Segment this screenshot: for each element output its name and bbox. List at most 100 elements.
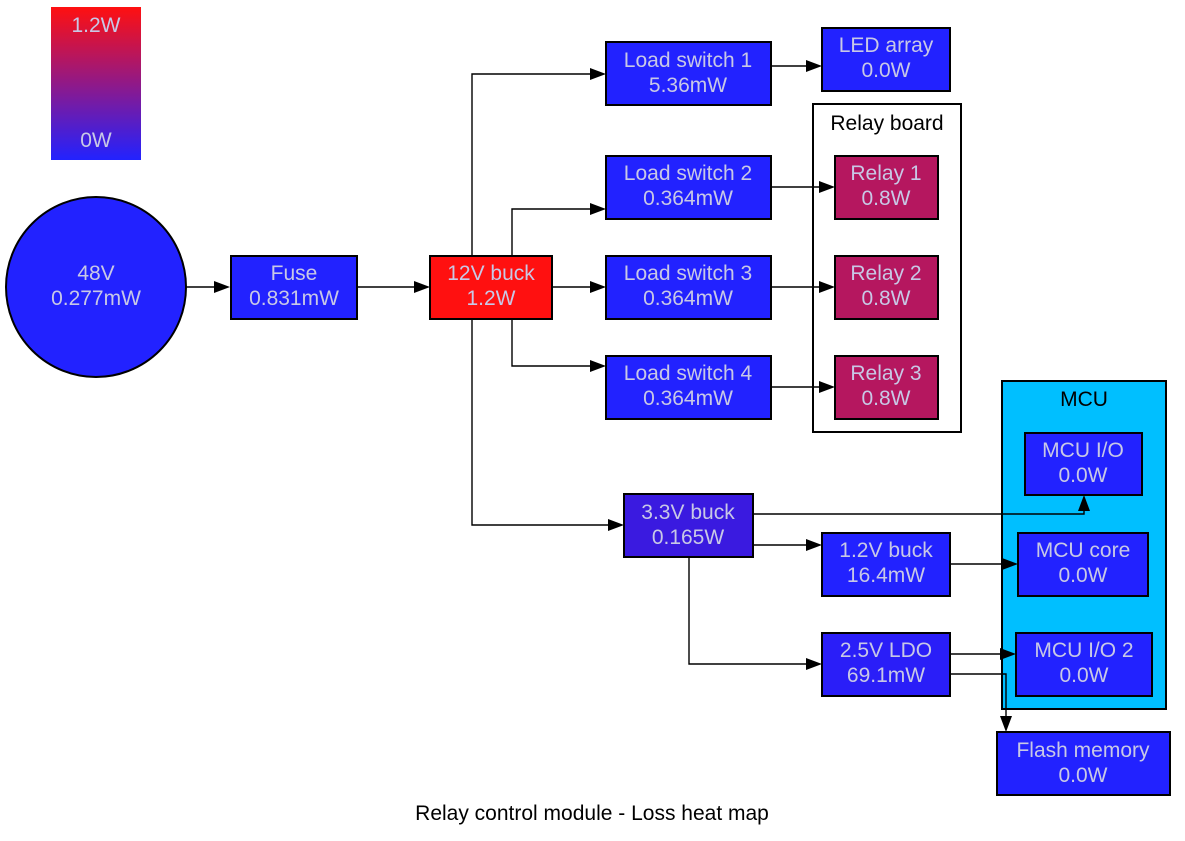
node-led-array-box bbox=[821, 27, 951, 92]
edge-25vldo-mcuio2-arrow bbox=[1000, 648, 1016, 660]
edge-33vbuck-25vldo bbox=[688, 557, 806, 665]
edge-12vbuck-ls4 bbox=[511, 319, 590, 367]
edge-33vbuck-mcuio-arrow bbox=[1078, 495, 1090, 511]
node-led-array[interactable]: LED array 0.0W bbox=[821, 27, 951, 92]
node-48v[interactable]: 48V 0.277mW bbox=[5, 196, 187, 378]
cluster-relay-board-label: Relay board bbox=[830, 112, 943, 135]
node-relay-2[interactable]: Relay 2 0.8W bbox=[834, 255, 939, 320]
edge-ls1-led-arrow bbox=[806, 60, 822, 72]
node-load-switch-4[interactable]: Load switch 4 0.364mW bbox=[605, 355, 772, 420]
node-12v-buck-box bbox=[429, 255, 553, 320]
node-relay-3[interactable]: Relay 3 0.8W bbox=[834, 355, 939, 420]
node-fuse[interactable]: Fuse 0.831mW bbox=[230, 255, 358, 320]
node-load-switch-1-name: Load switch 1 bbox=[624, 49, 752, 72]
node-1v2-buck-name: 1.2V buck bbox=[839, 539, 933, 562]
node-relay-2-name: Relay 2 bbox=[850, 262, 921, 285]
node-1v2-buck-value: 16.4mW bbox=[847, 564, 925, 587]
node-load-switch-3-name: Load switch 3 bbox=[624, 262, 752, 285]
node-3v3-buck-name: 3.3V buck bbox=[641, 501, 735, 524]
edge-12vbuck-33vbuck-arrow bbox=[608, 519, 624, 531]
node-relay-1-name: Relay 1 bbox=[850, 162, 921, 185]
heat-legend-bar bbox=[51, 7, 141, 160]
node-12v-buck-value: 1.2W bbox=[466, 287, 515, 310]
node-relay-1-box bbox=[834, 155, 939, 220]
node-mcu-io[interactable]: MCU I/O 0.0W bbox=[1024, 432, 1143, 496]
node-mcu-io-value: 0.0W bbox=[1058, 464, 1107, 487]
heat-legend: 1.2W 0W bbox=[51, 7, 141, 160]
node-load-switch-1-box bbox=[605, 41, 772, 106]
node-mcu-core-name: MCU core bbox=[1036, 539, 1131, 562]
node-mcu-io-2[interactable]: MCU I/O 2 0.0W bbox=[1015, 632, 1153, 697]
node-flash-memory[interactable]: Flash memory 0.0W bbox=[996, 731, 1171, 796]
edge-ls3-relay2-arrow bbox=[819, 281, 835, 293]
node-relay-2-value: 0.8W bbox=[861, 287, 910, 310]
node-load-switch-2-box bbox=[605, 155, 772, 220]
node-2v5-ldo-name: 2.5V LDO bbox=[840, 639, 932, 662]
node-mcu-io-2-value: 0.0W bbox=[1059, 664, 1108, 687]
edge-12vbuck-ls1-arrow bbox=[590, 68, 606, 80]
node-load-switch-4-name: Load switch 4 bbox=[624, 362, 753, 385]
node-relay-2-box bbox=[834, 255, 939, 320]
node-led-array-value: 0.0W bbox=[861, 59, 910, 82]
node-12v-buck[interactable]: 12V buck 1.2W bbox=[429, 255, 553, 320]
cluster-relay-board-frame bbox=[812, 103, 962, 433]
node-load-switch-2-name: Load switch 2 bbox=[624, 162, 752, 185]
node-2v5-ldo-value: 69.1mW bbox=[847, 664, 925, 687]
node-48v-value: 0.277mW bbox=[51, 287, 141, 310]
node-relay-3-name: Relay 3 bbox=[850, 362, 921, 385]
node-2v5-ldo[interactable]: 2.5V LDO 69.1mW bbox=[821, 632, 951, 697]
node-48v-name: 48V bbox=[77, 262, 114, 285]
node-12v-buck-name: 12V buck bbox=[447, 262, 535, 285]
node-mcu-io-2-name: MCU I/O 2 bbox=[1034, 639, 1133, 662]
node-1v2-buck[interactable]: 1.2V buck 16.4mW bbox=[821, 532, 951, 597]
cluster-relay-board: Relay board bbox=[812, 103, 962, 433]
node-load-switch-4-box bbox=[605, 355, 772, 420]
node-relay-1[interactable]: Relay 1 0.8W bbox=[834, 155, 939, 220]
node-1v2-buck-box bbox=[821, 532, 951, 597]
node-fuse-name: Fuse bbox=[271, 262, 318, 285]
node-3v3-buck[interactable]: 3.3V buck 0.165W bbox=[623, 493, 754, 558]
edge-ls4-relay3-arrow bbox=[819, 381, 835, 393]
edge-12vbuck-ls4-arrow bbox=[590, 360, 606, 372]
node-mcu-core-value: 0.0W bbox=[1058, 564, 1107, 587]
node-load-switch-3-box bbox=[605, 255, 772, 320]
node-mcu-io-box bbox=[1024, 432, 1143, 496]
node-relay-3-value: 0.8W bbox=[861, 387, 910, 410]
edge-25vldo-flash-arrow bbox=[1000, 716, 1012, 732]
edge-12vbuck-33vbuck bbox=[471, 319, 608, 526]
node-load-switch-3-value: 0.364mW bbox=[643, 287, 733, 310]
edge-33vbuck-25vldo-arrow bbox=[806, 658, 822, 670]
node-load-switch-2[interactable]: Load switch 2 0.364mW bbox=[605, 155, 772, 220]
node-mcu-io-2-box bbox=[1015, 632, 1153, 697]
node-load-switch-2-value: 0.364mW bbox=[643, 187, 733, 210]
node-flash-memory-name: Flash memory bbox=[1016, 739, 1150, 762]
edge-33vbuck-12vbuck-arrow bbox=[806, 539, 822, 551]
node-mcu-core-box bbox=[1017, 532, 1149, 597]
node-load-switch-1[interactable]: Load switch 1 5.36mW bbox=[605, 41, 772, 106]
node-relay-1-value: 0.8W bbox=[861, 187, 910, 210]
edges bbox=[186, 60, 1090, 732]
node-fuse-box bbox=[230, 255, 358, 320]
node-mcu-core[interactable]: MCU core 0.0W bbox=[1017, 532, 1149, 597]
node-3v3-buck-box bbox=[623, 493, 754, 558]
edge-ls2-relay1-arrow bbox=[819, 181, 835, 193]
edge-48v-fuse-arrow bbox=[214, 281, 230, 293]
edge-12vbuck-ls1 bbox=[471, 73, 590, 256]
node-flash-memory-box bbox=[996, 731, 1171, 796]
heat-legend-min-label: 0W bbox=[80, 129, 112, 152]
heat-legend-max-label: 1.2W bbox=[71, 14, 120, 37]
edge-12vbuck-ls2 bbox=[511, 208, 590, 256]
node-load-switch-4-value: 0.364mW bbox=[643, 387, 733, 410]
edge-12vbuck-mcucore-arrow bbox=[1002, 558, 1018, 570]
node-2v5-ldo-box bbox=[821, 632, 951, 697]
edge-12vbuck-ls2-arrow bbox=[590, 203, 606, 215]
node-fuse-value: 0.831mW bbox=[249, 287, 339, 310]
edge-fuse-12vbuck-arrow bbox=[414, 281, 430, 293]
node-load-switch-1-value: 5.36mW bbox=[649, 74, 727, 97]
node-load-switch-3[interactable]: Load switch 3 0.364mW bbox=[605, 255, 772, 320]
node-relay-3-box bbox=[834, 355, 939, 420]
nodes: 48V 0.277mW Fuse 0.831mW 12V buck 1.2W L… bbox=[5, 27, 1171, 796]
edge-12vbuck-ls3-arrow bbox=[590, 281, 606, 293]
node-3v3-buck-value: 0.165W bbox=[652, 526, 725, 549]
